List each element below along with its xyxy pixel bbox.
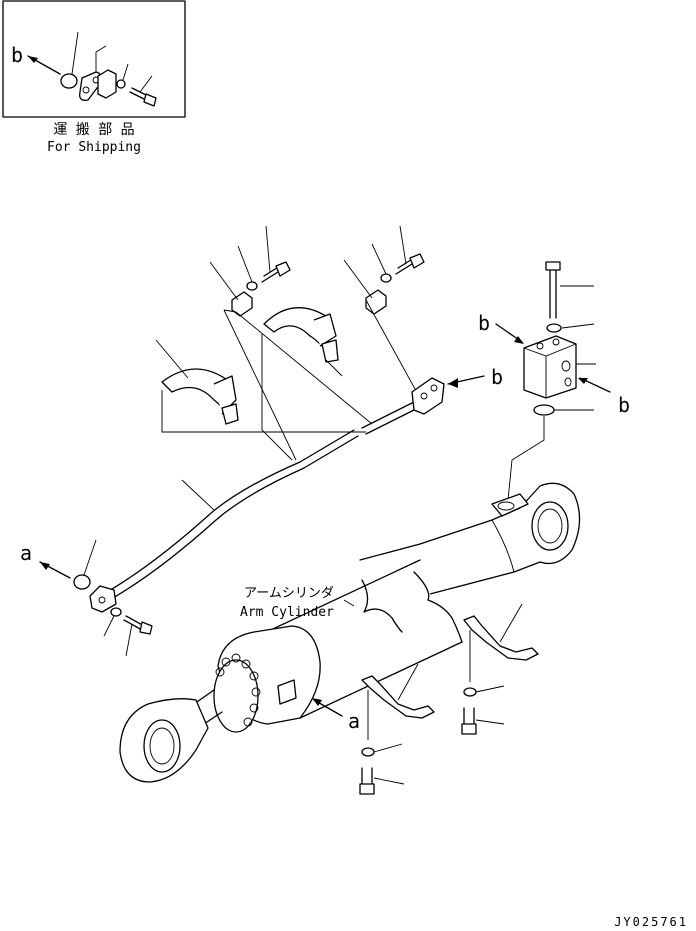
clamp-group-right <box>343 225 425 315</box>
bracket-left <box>155 339 239 425</box>
shipping-inset: b 運 搬 部 品 For Shipping <box>2 0 186 155</box>
tube-flange-right <box>411 377 445 415</box>
arrow-a-left: a <box>20 539 153 657</box>
lower-washer-left <box>361 747 375 757</box>
shipping-block <box>97 69 117 99</box>
oring-left <box>73 574 91 590</box>
shipping-arrow-letter: b <box>11 43 23 67</box>
arm-cylinder <box>119 482 581 783</box>
arm-cylinder-jp: アームシリンダ <box>244 586 334 601</box>
arrow-b-block-top-letter: b <box>478 311 490 335</box>
arrow-a-head: a <box>312 698 360 733</box>
shipping-title-jp: 運 搬 部 品 <box>53 122 134 138</box>
arrow-b-tube-letter: b <box>491 365 503 389</box>
lower-washer-right <box>463 687 477 697</box>
lower-clamp-right <box>461 603 539 735</box>
head-port <box>277 679 297 705</box>
washer-left <box>246 281 258 291</box>
washer-a <box>110 607 122 617</box>
block-oring <box>533 404 555 416</box>
shipping-frame <box>2 0 186 118</box>
shipping-arrow-head <box>28 56 38 63</box>
shipping-washer <box>116 79 126 89</box>
shipping-oring <box>60 73 78 89</box>
block-body <box>523 335 577 399</box>
shipping-title-en: For Shipping <box>47 140 141 155</box>
drawing-code: JY025761 <box>614 915 688 929</box>
lower-bolt-right <box>463 707 475 727</box>
washer-right <box>380 273 392 283</box>
lower-bolt-left <box>361 767 373 787</box>
valve-block: b b <box>478 261 630 501</box>
arrow-a-head-letter: a <box>348 709 360 733</box>
long-bolt <box>549 265 557 319</box>
arrow-b-block-right-letter: b <box>618 393 630 417</box>
block-washer <box>546 323 562 333</box>
lower-clamp-left <box>359 663 435 795</box>
clamp-group-left <box>209 225 291 317</box>
hydraulic-tube <box>89 377 445 613</box>
bracket-right <box>263 307 343 377</box>
arm-cylinder-label: アームシリンダ Arm Cylinder <box>240 586 355 620</box>
head-bolts <box>215 653 261 727</box>
arm-cylinder-en: Arm Cylinder <box>240 605 334 620</box>
arrow-b-tube: b <box>447 365 503 389</box>
tube-flange-left <box>89 585 117 613</box>
arrow-a-left-letter: a <box>20 541 32 565</box>
